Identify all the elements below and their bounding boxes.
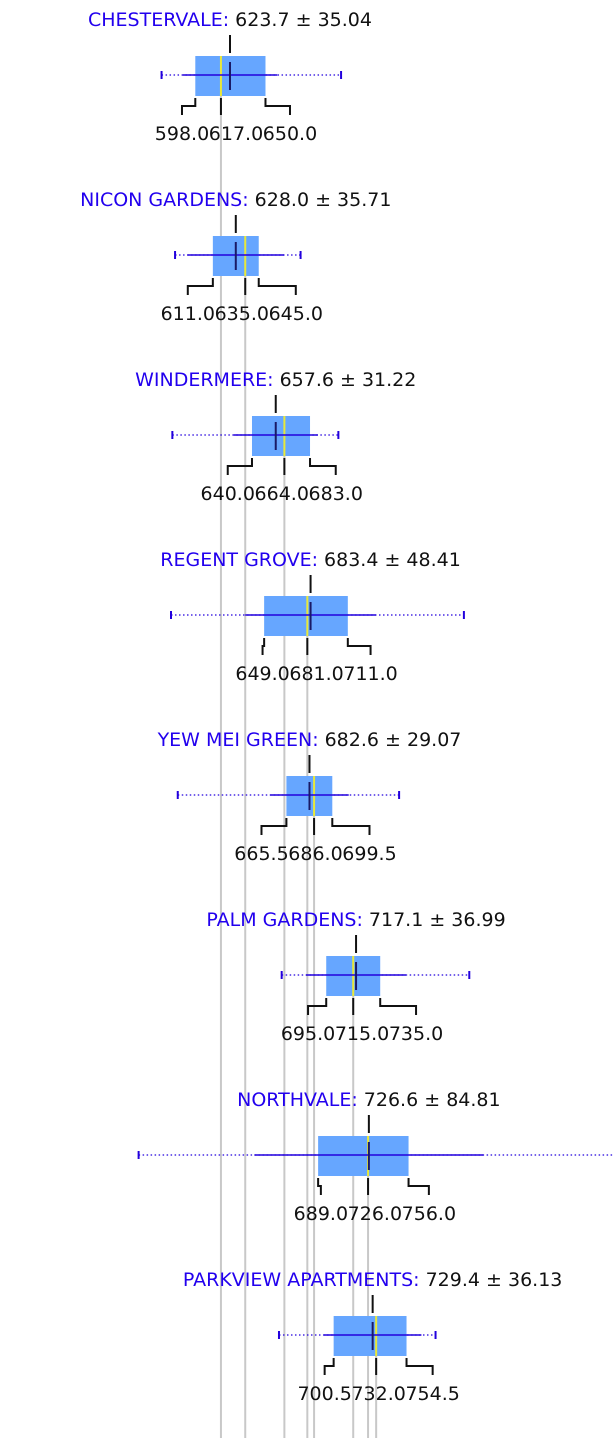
q3-bracket xyxy=(379,998,418,1015)
group-heading: NICON GARDENS: 628.0 ± 35.71 xyxy=(80,189,391,211)
q1-bracket xyxy=(186,278,214,295)
mean-std-label: 726.6 ± 84.81 xyxy=(364,1089,501,1111)
category-label: REGENT GROVE: xyxy=(160,549,318,571)
q3-label: 711.0 xyxy=(343,663,397,685)
q3-label: 756.0 xyxy=(402,1203,456,1225)
category-label: YEW MEI GREEN: xyxy=(157,729,319,751)
group-heading: PARKVIEW APARTMENTS: 729.4 ± 36.13 xyxy=(183,1269,562,1291)
mean-std-label: 683.4 ± 48.41 xyxy=(324,549,461,571)
q3-label: 735.0 xyxy=(389,1023,443,1045)
q1-label: 695.0 xyxy=(281,1023,335,1045)
mean-std-label: 682.6 ± 29.07 xyxy=(325,729,462,751)
group-heading: PALM GARDENS: 717.1 ± 36.99 xyxy=(206,909,505,931)
q3-bracket xyxy=(331,818,371,835)
q1-label: 700.5 xyxy=(297,1383,351,1405)
q3-bracket xyxy=(257,278,297,295)
iqr-box xyxy=(264,596,348,636)
median-reference-lines xyxy=(219,75,378,1438)
group-heading: CHESTERVALE: 623.7 ± 35.04 xyxy=(88,9,372,31)
median-label: 732.0 xyxy=(351,1383,405,1405)
q1-label: 611.0 xyxy=(161,303,215,325)
q3-bracket xyxy=(346,638,372,655)
median-label: 664.0 xyxy=(255,483,309,505)
group-heading: WINDERMERE: 657.6 ± 31.22 xyxy=(135,369,416,391)
group-heading: NORTHVALE: 726.6 ± 84.81 xyxy=(237,1089,500,1111)
median-label: 635.0 xyxy=(215,303,269,325)
q1-label: 665.5 xyxy=(234,843,288,865)
iqr-box xyxy=(251,416,311,456)
q1-bracket xyxy=(226,458,253,475)
q3-bracket xyxy=(309,458,337,475)
q3-bracket xyxy=(407,1178,430,1195)
q1-label: 649.0 xyxy=(235,663,289,685)
q3-label: 699.5 xyxy=(342,843,396,865)
mean-std-label: 729.4 ± 36.13 xyxy=(426,1269,563,1291)
q1-bracket xyxy=(261,638,266,655)
q3-label: 683.0 xyxy=(309,483,363,505)
q1-bracket xyxy=(180,98,197,115)
q3-label: 754.5 xyxy=(405,1383,459,1405)
median-label: 617.0 xyxy=(209,123,263,145)
group-heading: YEW MEI GREEN: 682.6 ± 29.07 xyxy=(157,729,462,751)
category-label: CHESTERVALE: xyxy=(88,9,229,31)
q3-label: 650.0 xyxy=(263,123,317,145)
q1-bracket xyxy=(323,1358,335,1375)
mean-std-label: 628.0 ± 35.71 xyxy=(255,189,392,211)
q1-label: 598.0 xyxy=(155,123,209,145)
q1-bracket xyxy=(260,818,288,835)
iqr-box xyxy=(333,1316,407,1356)
iqr-box xyxy=(318,1136,409,1176)
mean-std-label: 657.6 ± 31.22 xyxy=(280,369,417,391)
category-label: WINDERMERE: xyxy=(135,369,273,391)
q1-bracket xyxy=(307,998,328,1015)
mean-std-label: 623.7 ± 35.04 xyxy=(235,9,372,31)
median-label: 726.0 xyxy=(348,1203,402,1225)
q1-label: 689.0 xyxy=(294,1203,348,1225)
category-label: NICON GARDENS: xyxy=(80,189,249,211)
q1-bracket xyxy=(317,1178,322,1195)
category-label: NORTHVALE: xyxy=(237,1089,358,1111)
category-label: PARKVIEW APARTMENTS: xyxy=(183,1269,420,1291)
median-label: 681.0 xyxy=(289,663,343,685)
category-label: PALM GARDENS: xyxy=(206,909,363,931)
q1-label: 640.0 xyxy=(201,483,255,505)
mean-std-label: 717.1 ± 36.99 xyxy=(369,909,506,931)
q3-bracket xyxy=(264,98,291,115)
group-heading: REGENT GROVE: 683.4 ± 48.41 xyxy=(160,549,461,571)
q3-bracket xyxy=(405,1358,434,1375)
median-label: 715.0 xyxy=(335,1023,389,1045)
q3-label: 645.0 xyxy=(269,303,323,325)
median-label: 686.0 xyxy=(288,843,342,865)
